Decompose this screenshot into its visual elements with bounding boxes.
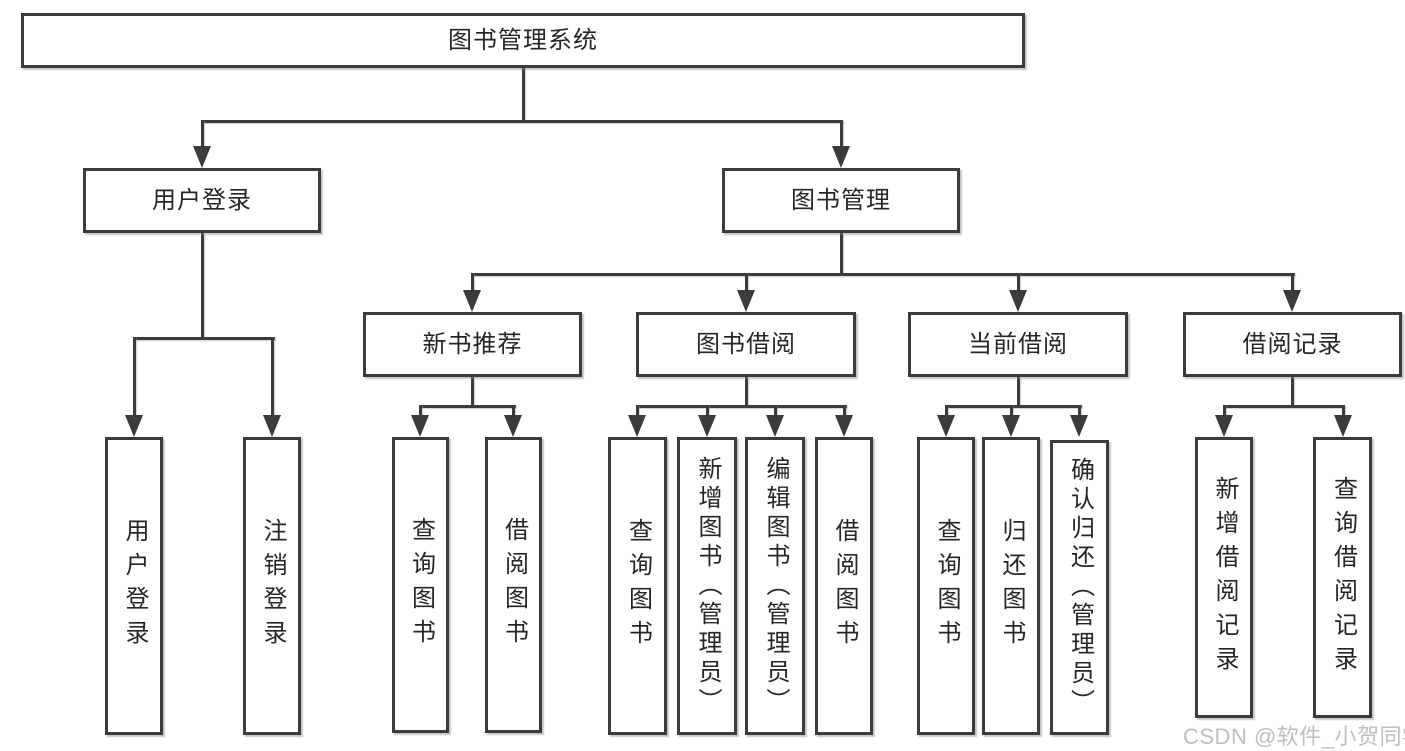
- connector-bar: [636, 405, 847, 408]
- leaf-edit-book-admin-label: 编辑图书（管理员）: [762, 455, 789, 717]
- leaf-query-books-1-label: 查询图书: [407, 517, 435, 653]
- connector-drop: [636, 405, 639, 418]
- node-new-book-recommend-label: 新书推荐: [422, 330, 523, 358]
- connector-stem: [201, 233, 204, 337]
- node-user-login-label: 用户登录: [152, 186, 252, 214]
- connector-drop: [1291, 273, 1294, 292]
- connector-drop: [1010, 405, 1013, 418]
- node-user-login: 用户登录: [83, 168, 321, 233]
- connector-drop: [843, 405, 846, 418]
- connector-root-stem: [522, 68, 525, 120]
- connector-drop: [945, 405, 948, 418]
- leaf-borrow-books-1-label: 借阅图书: [500, 517, 528, 653]
- connector-stem: [1017, 377, 1020, 405]
- leaf-query-borrow-record: 查询借阅记录: [1313, 437, 1372, 718]
- leaf-borrow-books-2: 借阅图书: [815, 437, 873, 735]
- arrowhead-down-icon: [628, 415, 646, 437]
- node-root: 图书管理系统: [21, 13, 1025, 68]
- arrowhead-down-icon: [737, 290, 755, 312]
- connector-drop: [745, 273, 748, 292]
- leaf-return-book: 归还图书: [982, 437, 1040, 735]
- arrowhead-down-icon: [1002, 415, 1020, 437]
- leaf-logout: 注销登录: [243, 437, 301, 735]
- node-current-borrow: 当前借阅: [908, 312, 1128, 377]
- connector-drop: [1017, 273, 1020, 292]
- connector-stem: [840, 233, 843, 273]
- arrowhead-down-icon: [698, 415, 716, 437]
- connector-stem: [1291, 377, 1294, 405]
- leaf-query-borrow-record-label: 查询借阅记录: [1329, 475, 1357, 680]
- csdn-watermark: CSDN @软件_小贺同学: [1183, 724, 1405, 749]
- leaf-user-login: 用户登录: [105, 437, 163, 735]
- arrowhead-down-icon: [1334, 415, 1352, 437]
- arrowhead-down-icon: [504, 415, 522, 437]
- node-current-borrow-label: 当前借阅: [968, 330, 1068, 358]
- node-borrow-records-label: 借阅记录: [1242, 330, 1343, 358]
- connector-drop: [1342, 405, 1345, 418]
- leaf-borrow-books-2-label: 借阅图书: [831, 518, 858, 654]
- arrowhead-down-icon: [1283, 290, 1301, 312]
- arrowhead-down-icon: [1070, 415, 1088, 437]
- connector-drop: [512, 405, 515, 418]
- arrowhead-down-icon: [835, 415, 853, 437]
- node-borrow-records: 借阅记录: [1183, 312, 1402, 377]
- leaf-query-books-2: 查询图书: [608, 437, 667, 735]
- node-book-borrow: 图书借阅: [636, 312, 856, 377]
- leaf-add-borrow-record-label: 新增借阅记录: [1211, 475, 1238, 680]
- arrowhead-down-icon: [766, 415, 784, 437]
- arrowhead-down-icon: [1009, 290, 1027, 312]
- connector-drop: [1223, 405, 1226, 418]
- leaf-borrow-books-1: 借阅图书: [485, 437, 542, 733]
- connector-drop: [271, 337, 274, 417]
- connector-drop: [706, 405, 709, 418]
- leaf-confirm-return-admin-label: 确认归还（管理员）: [1066, 457, 1094, 718]
- connector-drop: [133, 337, 136, 417]
- connector-drop: [774, 405, 777, 418]
- leaf-return-book-label: 归还图书: [998, 518, 1025, 654]
- leaf-confirm-return-admin: 确认归还（管理员）: [1050, 440, 1109, 735]
- node-book-borrow-label: 图书借阅: [696, 330, 796, 358]
- connector-bar: [1223, 405, 1345, 408]
- arrowhead-down-icon: [263, 415, 281, 437]
- arrowhead-down-icon: [937, 415, 955, 437]
- arrowhead-down-icon: [411, 415, 429, 437]
- connector-stem: [471, 377, 474, 405]
- leaf-user-login-label: 用户登录: [121, 518, 148, 654]
- leaf-add-book-admin: 新增图书（管理员）: [677, 437, 737, 735]
- node-root-label: 图书管理系统: [448, 26, 598, 54]
- leaf-query-books-3: 查询图书: [917, 437, 975, 735]
- connector-drop: [419, 405, 422, 418]
- node-book-management: 图书管理: [722, 168, 960, 233]
- arrowhead-down-icon: [1215, 415, 1233, 437]
- leaf-add-borrow-record: 新增借阅记录: [1195, 437, 1253, 718]
- connector-bar: [471, 273, 1295, 276]
- connector-drop: [840, 120, 843, 148]
- arrowhead-down-icon: [125, 415, 143, 437]
- leaf-edit-book-admin: 编辑图书（管理员）: [745, 437, 805, 735]
- leaf-logout-label: 注销登录: [259, 518, 286, 654]
- connector-bar: [945, 405, 1082, 408]
- arrowhead-down-icon: [463, 290, 481, 312]
- arrowhead-down-icon: [832, 146, 850, 168]
- leaf-add-book-admin-label: 新增图书（管理员）: [694, 455, 721, 717]
- connector-root-bar: [201, 120, 843, 123]
- connector-drop: [471, 273, 474, 292]
- leaf-query-books-2-label: 查询图书: [624, 518, 652, 654]
- connector-bar: [419, 405, 516, 408]
- connector-bar: [133, 337, 275, 340]
- connector-drop: [1078, 405, 1081, 418]
- leaf-query-books-1: 查询图书: [392, 437, 449, 733]
- leaf-query-books-3-label: 查询图书: [933, 518, 960, 654]
- arrowhead-down-icon: [193, 146, 211, 168]
- node-new-book-recommend: 新书推荐: [363, 312, 582, 377]
- connector-drop: [201, 120, 204, 148]
- node-book-management-label: 图书管理: [791, 186, 891, 214]
- connector-stem: [745, 377, 748, 405]
